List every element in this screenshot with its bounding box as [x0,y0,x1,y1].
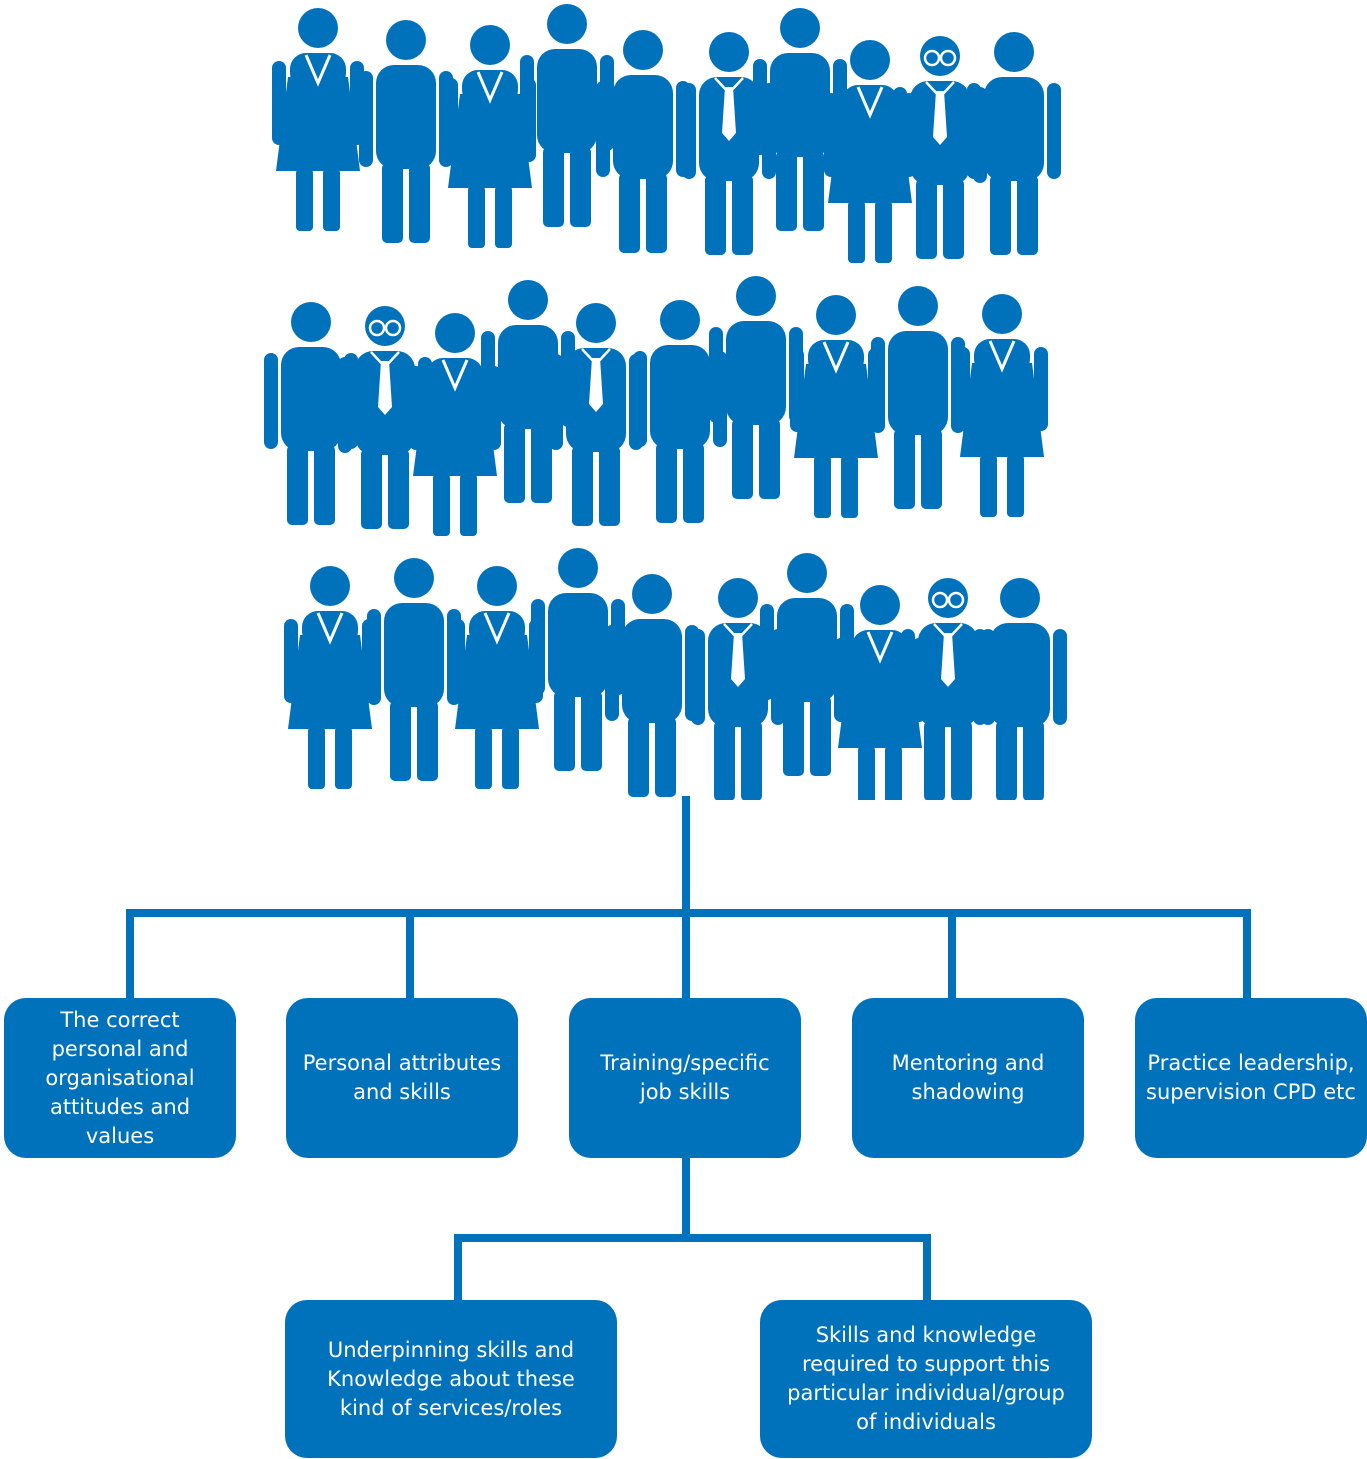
box-underpinning-skills-label: Underpinning skills and Knowledge about … [327,1337,575,1420]
box-underpinning-skills: Underpinning skills and Knowledge about … [285,1300,617,1458]
person-figure [893,36,987,259]
person-figure [824,40,916,263]
box-training-job-skills-label: Training/specific job skills [600,1051,770,1104]
person-figure [284,566,376,789]
person-figure [338,306,432,529]
person-figure [760,553,854,776]
person-figure [967,32,1061,255]
box-individual-skills: Skills and knowledge required to support… [760,1300,1092,1458]
box-practice-leadership: Practice leadership, supervision CPD etc [1135,998,1367,1158]
person-figure [409,313,501,536]
box-personal-attributes: Personal attributes and skills [286,998,518,1158]
box-training-job-skills: Training/specific job skills [569,998,801,1158]
person-figure [272,8,364,231]
person-figure [956,294,1048,517]
person-figure [451,566,543,789]
box-mentoring-shadowing: Mentoring and shadowing [852,998,1084,1158]
box-practice-leadership-label: Practice leadership, supervision CPD etc [1146,1051,1356,1104]
box-personal-attributes-label: Personal attributes and skills [302,1051,502,1104]
people-group-icon [264,4,1067,800]
person-figure [709,276,803,499]
person-figure [691,578,785,800]
box-individual-skills-label: Skills and knowledge required to support… [787,1323,1065,1434]
box-attitudes-values: The correct personal and organisational … [4,998,236,1158]
box-mentoring-shadowing-label: Mentoring and shadowing [891,1051,1045,1104]
person-figure [520,4,614,227]
box-attitudes-values-label: The correct personal and organisational … [45,1007,195,1148]
person-figure [973,578,1067,800]
person-figure [531,548,625,771]
person-figure [359,20,453,243]
